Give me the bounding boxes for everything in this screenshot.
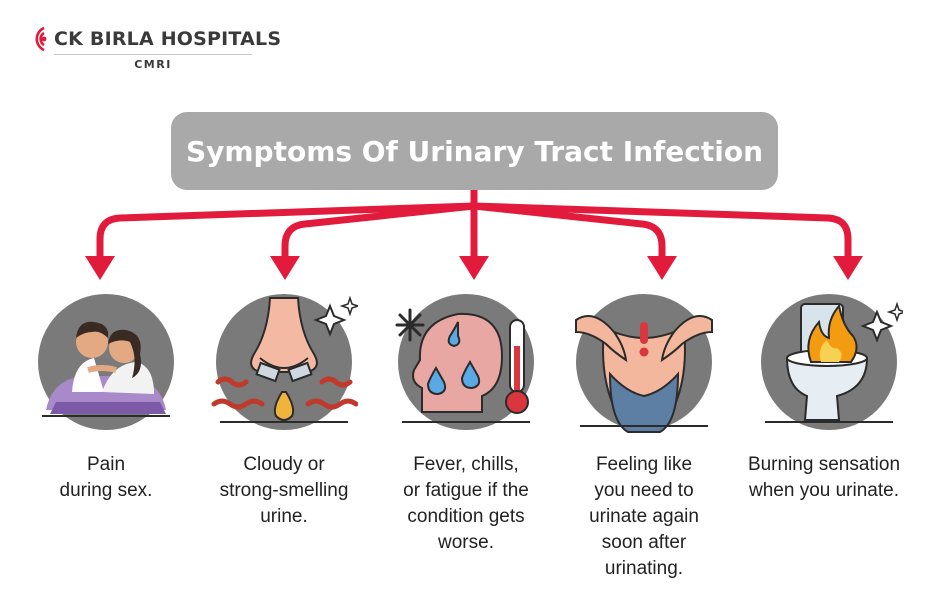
brand-sub: CMRI (134, 58, 172, 71)
burning-toilet-icon (761, 294, 903, 430)
nose-smell-icon (211, 294, 358, 430)
arrow-5-shaft (473, 202, 852, 258)
arrow-4-head (647, 256, 677, 280)
fever-head-icon (395, 294, 534, 430)
arrow-1-shaft (96, 190, 478, 258)
bladder-icon (575, 294, 713, 433)
couple-icon (38, 294, 174, 430)
brand-divider (54, 54, 252, 55)
brand-name: CK BIRLA HOSPITALS (54, 28, 282, 50)
arrow-2-shaft (281, 202, 475, 258)
arrow-5-head (833, 256, 863, 280)
arrow-1-head (85, 256, 115, 280)
title-box: Symptoms Of Urinary Tract Infection (171, 112, 778, 190)
diagram-title: Symptoms Of Urinary Tract Infection (185, 134, 764, 168)
arrow-3-head (459, 256, 489, 280)
arrow-4-shaft (473, 202, 666, 258)
arrow-2-head (270, 256, 300, 280)
concentric-arcs-logo-icon (35, 26, 47, 52)
brand-logo: CK BIRLA HOSPITALS CMRI (22, 20, 281, 80)
